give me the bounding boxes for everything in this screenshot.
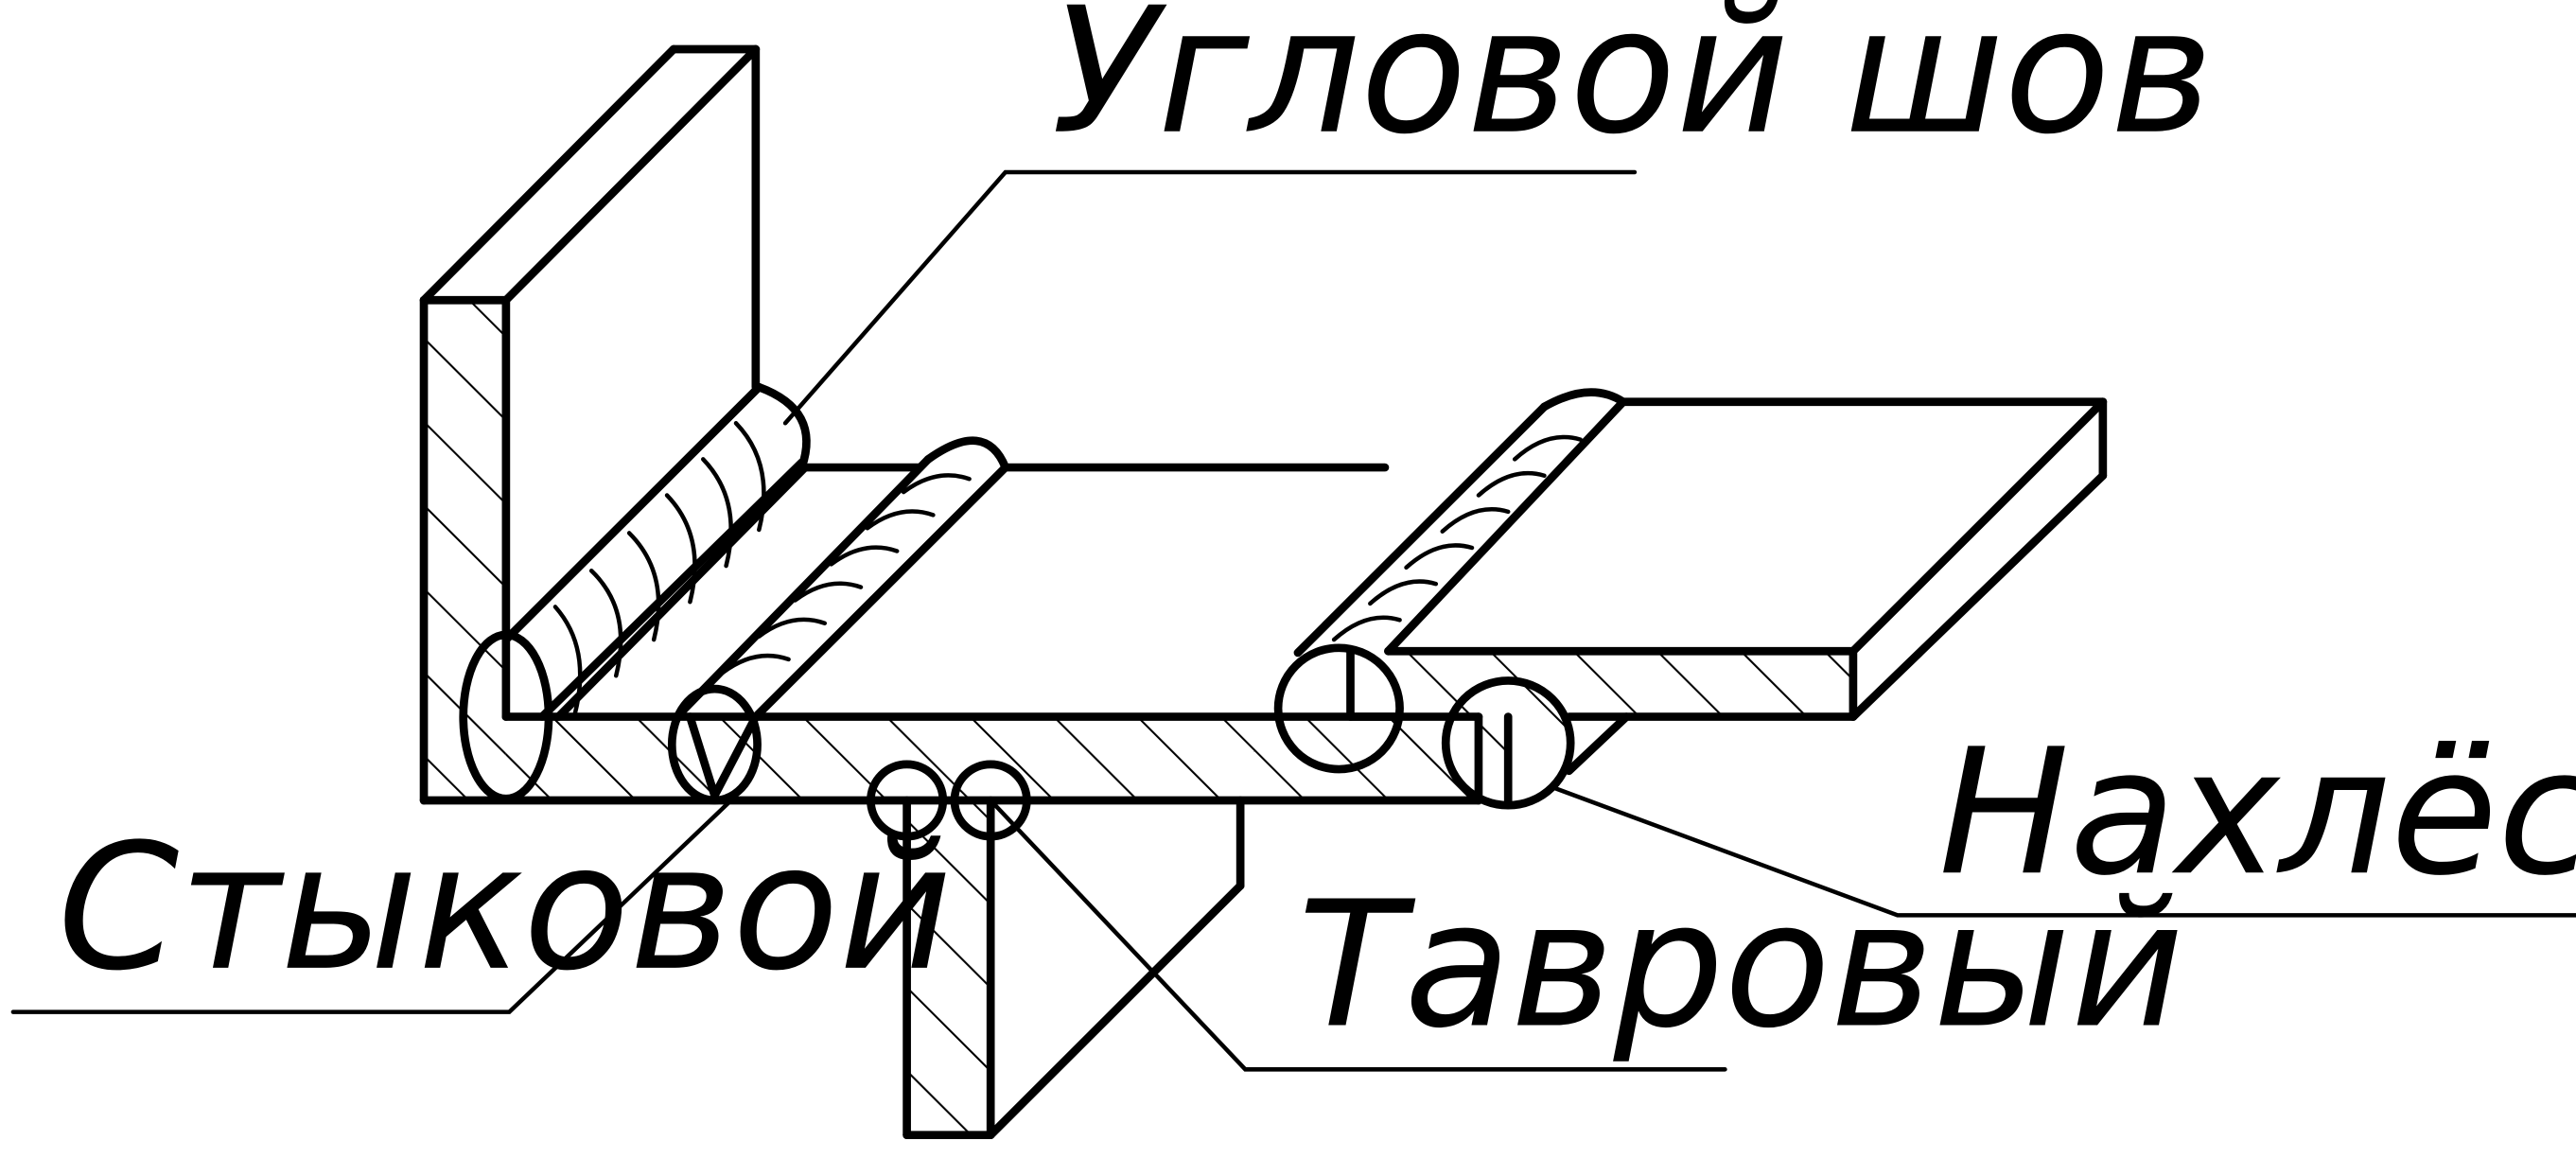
tee-web-section [906, 800, 991, 1135]
lap-weld-upper [1273, 643, 1404, 774]
weld-sections [459, 630, 1575, 841]
tee-weld-left [867, 760, 948, 841]
lap-weld-bead [1293, 388, 1628, 658]
vertical-plate-section [424, 300, 506, 801]
lap-weld-lower [1441, 676, 1575, 810]
leader-lines [10, 169, 2576, 1072]
butt-weld-bead [673, 436, 1010, 721]
leader-butt [10, 798, 734, 1014]
butt-weld-section [667, 684, 762, 805]
leader-tee [988, 798, 1727, 1072]
lap-plate [1384, 397, 2108, 776]
tee-web [902, 796, 1245, 1139]
fillet-weld-bead [501, 382, 811, 721]
tee-weld-right [950, 760, 1031, 841]
vertical-plate [419, 44, 761, 805]
fillet-weld-section [459, 630, 553, 803]
label-butt: Стыковой [58, 807, 953, 1009]
labels: Угловой шов Стыковой Тавровый Нахлёсточн… [58, 0, 2576, 1066]
base-plate-section [505, 716, 1479, 801]
label-fillet-weld: Угловой шов [1051, 0, 2213, 173]
label-lap: Нахлёсточный [1938, 711, 2576, 914]
leader-lap [1550, 784, 2576, 918]
label-tee: Тавровый [1298, 865, 2184, 1067]
leader-fillet [782, 169, 1638, 426]
